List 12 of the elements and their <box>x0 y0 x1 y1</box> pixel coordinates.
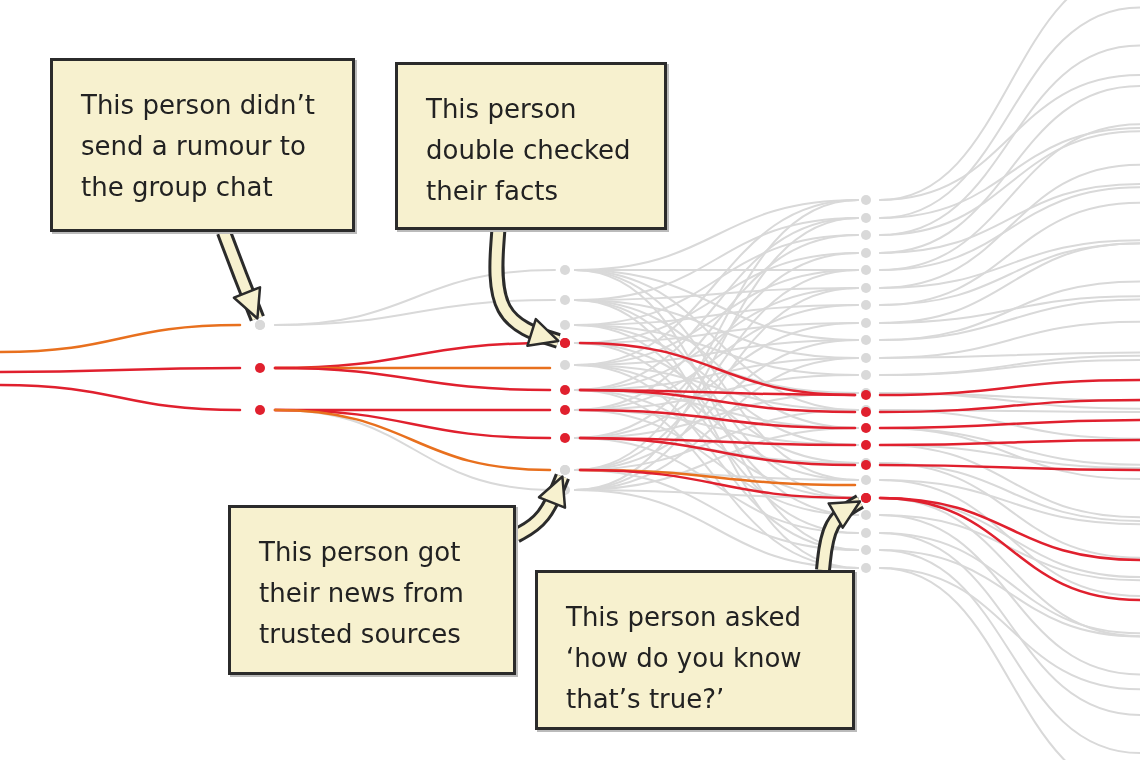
network-dot <box>560 465 570 475</box>
callout-box <box>535 570 855 730</box>
callout-text: This person double checked their facts <box>426 93 632 208</box>
network-dot <box>861 493 871 503</box>
callout-text: This person asked ‘how do you know that’s true?’ <box>566 601 803 716</box>
network-dot <box>560 338 570 348</box>
callout-box <box>395 62 667 230</box>
callout-box <box>50 58 355 232</box>
callout-text: This person got their news from trusted sources <box>259 536 465 651</box>
callout-text: This person didn’t send a rumour to the group chat <box>81 89 316 204</box>
network-dot <box>255 320 265 330</box>
callout-box <box>228 505 516 675</box>
